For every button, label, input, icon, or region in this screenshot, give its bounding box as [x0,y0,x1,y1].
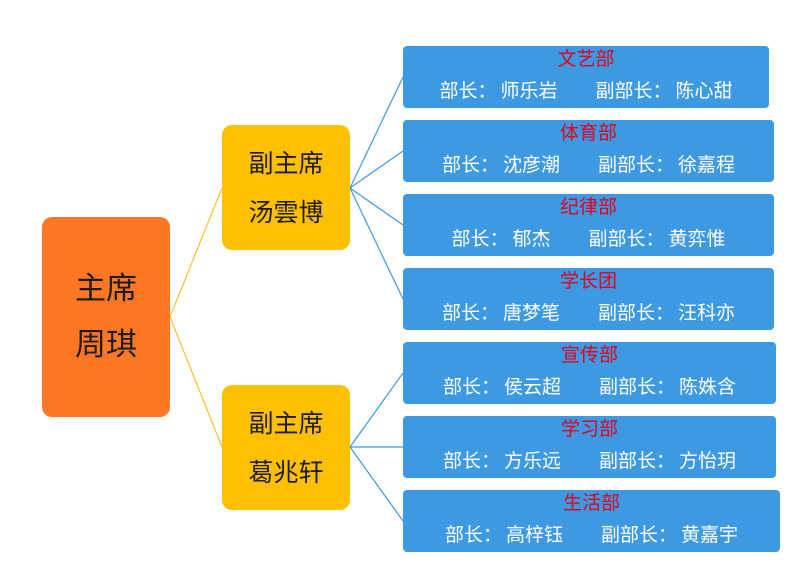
connector-chair-vice1 [169,187,223,318]
vice-chair-title: 副主席 [248,408,324,438]
dept-members: 部长：唐梦笔 副部长：汪科亦 [442,299,735,327]
head-label: 部长 [442,376,481,398]
head-name: 方乐远 [503,450,561,472]
chair-title: 主席 [75,271,137,307]
head-label: 部长 [442,450,481,472]
dept-members: 部长：师乐岩 副部长：陈心甜 [439,77,732,105]
dept-name: 文艺部 [557,48,615,70]
dept-members: 部长：沈彦潮 副部长：徐嘉程 [442,151,735,179]
head-name: 师乐岩 [500,80,558,102]
head-label: 部长 [451,228,490,250]
deputy-name: 陈姝含 [679,376,737,398]
deputy-name: 黄弈惟 [668,228,726,250]
deputy-name: 陈心甜 [675,80,733,102]
head-name: 侯云超 [503,376,561,398]
dept-name: 体育部 [559,122,617,144]
deputy-name: 汪科亦 [678,302,736,324]
dept-name: 学长团 [559,270,617,292]
deputy-label: 副部长 [598,302,656,324]
dept-box-xuanchuan: 宣传部 部长：侯云超 副部长：陈姝含 [403,342,776,404]
dept-members: 部长：侯云超 副部长：陈姝含 [443,373,736,401]
connector-vice1-jilv [349,187,404,226]
connector-vice1-wenyi [349,76,404,189]
dept-box-xuezhang: 学长团 部长：唐梦笔 副部长：汪科亦 [403,268,774,330]
deputy-name: 徐嘉程 [678,154,736,176]
connector-vice1-xuezhang [349,187,404,300]
connector-vice1-tiyu [349,150,404,189]
dept-members: 部长：方乐远 副部长：方怡玥 [443,447,736,475]
dept-name: 宣传部 [560,344,618,366]
connector-vice2-shenghuo [349,446,404,522]
head-name: 沈彦潮 [502,154,560,176]
dept-box-tiyu: 体育部 部长：沈彦潮 副部长：徐嘉程 [403,120,774,182]
vice-chair-name: 葛兆轩 [248,457,324,487]
deputy-name: 黄嘉宇 [681,524,739,546]
deputy-label: 副部长 [598,154,656,176]
head-name: 郁杰 [512,228,551,250]
head-name: 高梓钰 [505,524,563,546]
deputy-label: 副部长 [588,228,646,250]
chair-name: 周琪 [75,327,137,363]
dept-box-xuexi: 学习部 部长：方乐远 副部长：方怡玥 [403,416,776,478]
connector-chair-vice2 [169,316,223,448]
head-label: 部长 [444,524,483,546]
chair-box: 主席 周琪 [42,217,170,417]
vice-chair-box-2: 副主席 葛兆轩 [222,385,350,510]
dept-name: 纪律部 [559,196,617,218]
dept-box-jilv: 纪律部 部长：郁杰 副部长：黄弈惟 [403,194,774,256]
dept-name: 学习部 [560,418,618,440]
head-label: 部长 [441,154,480,176]
deputy-label: 副部长 [601,524,659,546]
dept-members: 部长：高梓钰 副部长：黄嘉宇 [445,521,738,549]
vice-chair-box-1: 副主席 汤雲博 [222,125,350,250]
head-label: 部长 [441,302,480,324]
deputy-label: 副部长 [599,450,657,472]
connector-vice2-xuanchuan [349,372,404,448]
dept-box-wenyi: 文艺部 部长：师乐岩 副部长：陈心甜 [403,46,769,108]
dept-box-shenghuo: 生活部 部长：高梓钰 副部长：黄嘉宇 [403,490,780,552]
deputy-name: 方怡玥 [679,450,737,472]
head-name: 唐梦笔 [502,302,560,324]
dept-members: 部长：郁杰 副部长：黄弈惟 [451,225,725,253]
dept-name: 生活部 [562,492,620,514]
deputy-label: 副部长 [595,80,653,102]
deputy-label: 副部长 [599,376,657,398]
vice-chair-title: 副主席 [248,148,324,178]
head-label: 部长 [439,80,478,102]
vice-chair-name: 汤雲博 [248,197,324,227]
